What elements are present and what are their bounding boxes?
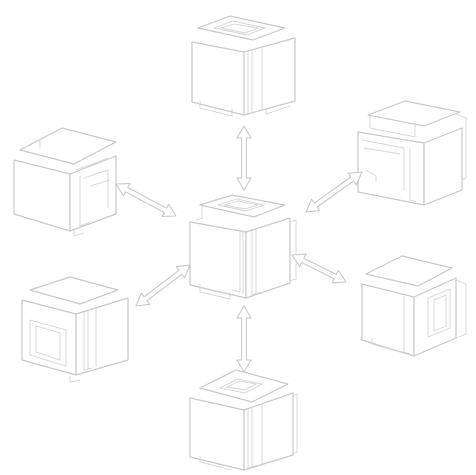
arrow-upper-left-cube xyxy=(115,182,177,218)
center-cube xyxy=(189,194,297,300)
arrow-lower-left-cube xyxy=(135,264,191,307)
lower-right-cube xyxy=(361,255,467,357)
arrow-upper-right-cube xyxy=(305,171,363,213)
lower-left-cube xyxy=(21,276,129,383)
arrow-lower-right-cube xyxy=(291,253,347,284)
connection-arrows xyxy=(115,125,363,373)
upper-right-cube xyxy=(357,100,467,206)
arrow-top-cube xyxy=(236,125,252,191)
arrow-bottom-cube xyxy=(236,305,252,373)
top-cube xyxy=(191,15,296,117)
upper-left-cube xyxy=(13,127,117,237)
bottom-cube xyxy=(189,369,298,471)
